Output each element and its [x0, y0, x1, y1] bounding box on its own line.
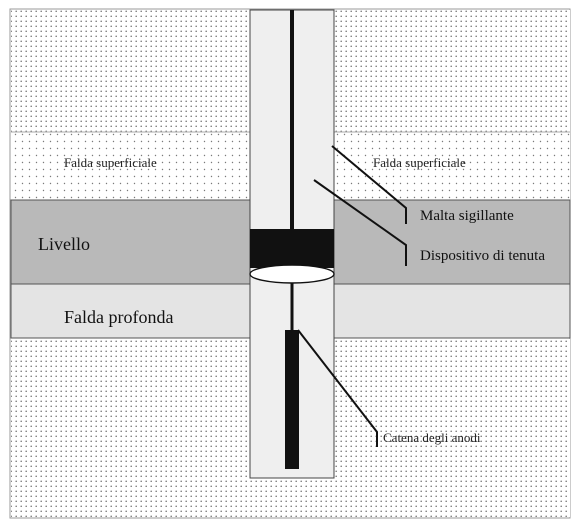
malta-sigillante-label: Malta sigillante: [420, 208, 514, 224]
malta-sigillante-leader: [331, 145, 407, 224]
catena-degli-anodi-leader: [297, 329, 378, 447]
falda-superficiale-right-label: Falda superficiale: [373, 155, 466, 170]
dispositivo-di-tenuta-leader: [313, 179, 407, 266]
anode-chain: [285, 330, 299, 469]
catena-degli-anodi-label: Catena degli anodi: [383, 430, 481, 445]
livello-label: Livello: [38, 234, 90, 254]
falda-profonda-label: Falda profonda: [64, 307, 173, 327]
malta-sigillante-block: [250, 229, 334, 268]
falda-superficiale-left-label: Falda superficiale: [64, 155, 157, 170]
dispositivo-di-tenuta-ellipse: [249, 264, 335, 284]
dispositivo-di-tenuta-label: Dispositivo di tenuta: [420, 248, 545, 264]
